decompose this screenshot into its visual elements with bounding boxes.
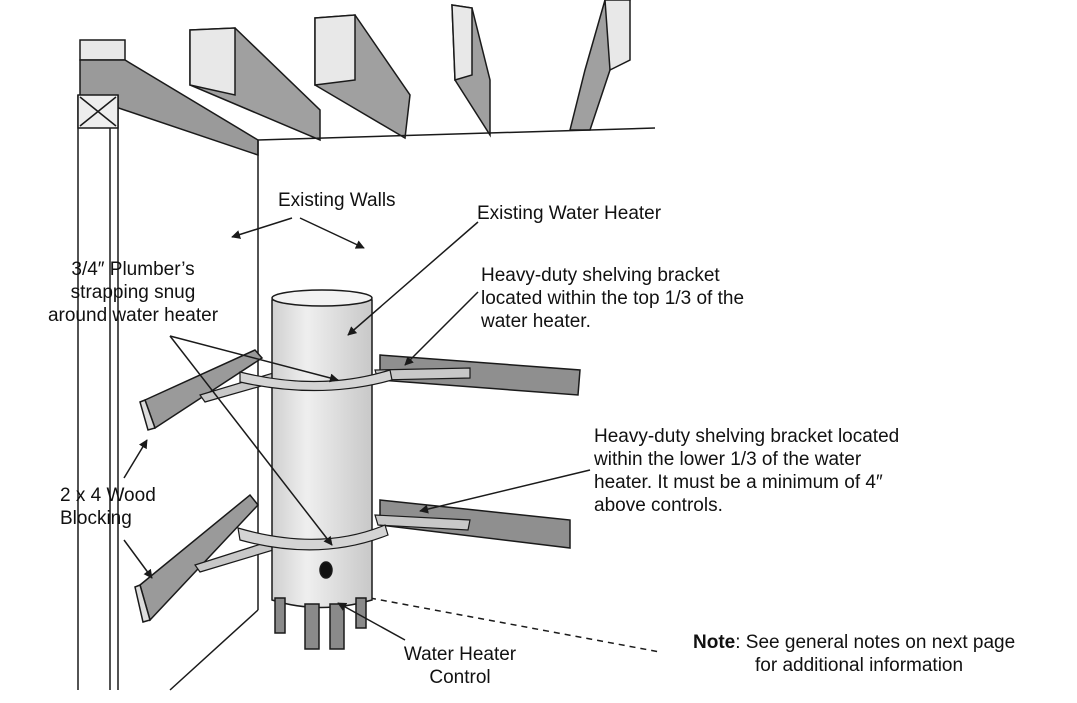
back-wall (169, 140, 661, 691)
label-lower-bracket-line: within the lower 1/3 of the water (594, 449, 862, 470)
callout-arrows (123, 217, 591, 641)
note-label: Note (693, 632, 736, 653)
note-line-1: : See general notes on next page (735, 632, 1016, 653)
wood-blocking (134, 349, 581, 623)
control-knob (319, 561, 333, 579)
label-existing-water-heater: Existing Water Heater (477, 203, 662, 224)
ceiling-joists (79, 0, 656, 157)
label-lower-bracket-line: Heavy-duty shelving bracket located (594, 426, 900, 447)
label-top-bracket: Heavy-duty shelving bracket located with… (481, 264, 744, 333)
label-lower-bracket: Heavy-duty shelving bracket located with… (594, 425, 899, 517)
label-lower-bracket-line: heater. It must be a minimum of 4″ (594, 472, 883, 493)
label-strapping-line: around water heater (47, 305, 219, 326)
label-lower-bracket-line: above controls. (594, 495, 723, 516)
label-control-line: Control (429, 667, 491, 688)
note-line-2: for additional information (755, 655, 964, 676)
left-wall (77, 94, 119, 690)
note-block: Note: See general notes on next page for… (693, 631, 1015, 677)
label-control-line: Water Heater (403, 644, 517, 665)
label-strapping-line: 3/4″ Plumber’s (71, 259, 195, 280)
label-strapping-line: strapping snug (70, 282, 196, 303)
label-wood-blocking-line: 2 x 4 Wood (60, 485, 156, 506)
label-top-bracket-line: located within the top 1/3 of the (481, 288, 745, 309)
plumbers-straps (237, 369, 393, 551)
label-existing-walls: Existing Walls (278, 190, 396, 211)
label-water-heater-control: Water Heater Control (390, 643, 530, 689)
label-top-bracket-line: water heater. (481, 311, 591, 332)
label-wood-blocking-line: Blocking (60, 508, 132, 529)
label-wood-blocking: 2 x 4 Wood Blocking (60, 484, 156, 530)
label-top-bracket-line: Heavy-duty shelving bracket (481, 265, 720, 286)
water-heater (271, 289, 373, 650)
label-strapping: 3/4″ Plumber’s strapping snug around wat… (26, 258, 240, 327)
